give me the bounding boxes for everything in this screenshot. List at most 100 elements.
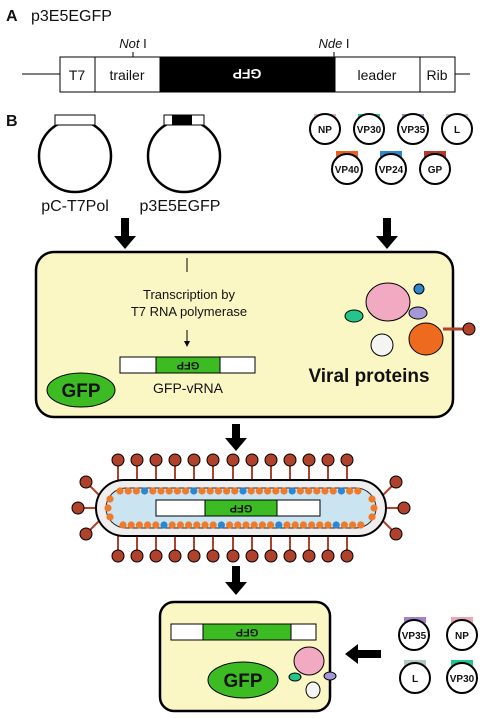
- cell-2-vp30-blob: [288, 672, 302, 682]
- nucleocapsid-dot-bottom-24: [316, 521, 324, 529]
- nucleocapsid-dot-top-18: [264, 487, 272, 495]
- virion-spike-left-upper-head: [79, 475, 93, 489]
- virion-spike-left-lower-head: [79, 527, 93, 541]
- viral-protein-blobs: [344, 282, 476, 357]
- virion-spike-bottom-5-head: [206, 549, 220, 563]
- nucleocapsid-dot-bottom-26: [332, 521, 340, 529]
- protein-plasmid-vp24: VP24: [375, 151, 407, 185]
- virion-spike-top-3-head: [168, 453, 182, 467]
- transcription-line-2: T7 RNA polymerase: [131, 304, 247, 319]
- vp30-ring: [353, 113, 385, 145]
- support-np-label: NP: [455, 631, 469, 642]
- nucleocapsid-dot-bottom-6: [168, 521, 176, 529]
- virion-spike-top-4-head: [187, 453, 201, 467]
- plasmid-2-label: p3E5EGFP: [140, 198, 221, 215]
- nucleocapsid-dot-end-3: [368, 495, 376, 503]
- construct-map: T7 trailer GFP leader Rib: [59, 56, 456, 93]
- plasmid-1-insert: [54, 114, 96, 126]
- nucleocapsid-dot-bottom-14: [234, 521, 242, 529]
- virion-spike-top-1-head: [130, 453, 144, 467]
- nucleocapsid-dot-top-12: [214, 487, 222, 495]
- nucleocapsid-dot-end-2: [106, 513, 114, 521]
- segment-t7-label: T7: [69, 67, 86, 83]
- virion-gfp-segment: [204, 499, 278, 517]
- l-ring: [441, 113, 473, 145]
- gp-ring: [419, 153, 451, 185]
- plasmid-p3e5egfp: p3E5EGFP: [140, 114, 222, 215]
- nucleocapsid-dot-top-9: [190, 487, 198, 495]
- virion-spike-top-10-head: [302, 453, 316, 467]
- gfp-protein-label: GFP: [61, 381, 100, 402]
- nucleocapsid-dot-bottom-4: [152, 521, 160, 529]
- virion-spike-top-5-head: [206, 453, 220, 467]
- nucleocapsid-dot-bottom-18: [267, 521, 275, 529]
- vp40-label: VP40: [335, 165, 360, 176]
- nucleocapsid-dot-bottom-0: [119, 521, 127, 529]
- l-label: L: [454, 125, 460, 136]
- cell-2-gfp-segment: [202, 623, 292, 641]
- nucleocapsid-dot-top-0: [116, 487, 124, 495]
- virion-spike-bottom-3-head: [168, 549, 182, 563]
- nucleocapsid-dot-top-17: [255, 487, 263, 495]
- nucleocapsid-dot-top-2: [132, 487, 140, 495]
- virion-spike-bottom-2-head: [149, 549, 163, 563]
- nucleocapsid-dot-top-27: [337, 487, 345, 495]
- support-np-ring: [446, 619, 478, 651]
- virion-spike-top-2-head: [149, 453, 163, 467]
- support-vp30-ring: [446, 662, 478, 694]
- support-plasmid-l: L: [399, 660, 431, 694]
- gfp-protein: [46, 372, 116, 408]
- vrna-gfp-label: GFP: [177, 359, 200, 371]
- segment-gfp-label: GFP: [233, 66, 262, 82]
- virion-spike-bottom-12-head: [340, 549, 354, 563]
- nucleocapsid-dot-top-4: [149, 487, 157, 495]
- segment-t7: [59, 56, 96, 93]
- virion-spike-top-0-head: [111, 453, 125, 467]
- panel-b-label: B: [6, 113, 18, 130]
- nucleocapsid-dot-bottom-1: [127, 521, 135, 529]
- nucleocapsid-dot-bottom-3: [144, 521, 152, 529]
- vp35-label: VP35: [401, 125, 426, 136]
- plasmid-1-ring: [37, 118, 113, 194]
- virion-spike-bottom-6-head: [226, 549, 240, 563]
- virion-spike-bottom-10-head: [302, 549, 316, 563]
- cell-2-np-blob: [293, 646, 325, 676]
- cell-2-vp35-blob: [323, 671, 337, 681]
- support-vp35-label: VP35: [402, 631, 427, 642]
- np-protein-blob: [365, 282, 411, 322]
- nucleocapsid-dot-bottom-25: [324, 521, 332, 529]
- virion-gfp-label: GFP: [230, 502, 253, 514]
- plasmid-2-ring: [146, 118, 222, 194]
- protein-plasmid-np: NP: [309, 113, 341, 145]
- arrow-to-virion: [225, 424, 247, 451]
- vp35-protein-blob: [408, 306, 428, 320]
- nucleocapsid-dot-bottom-5: [160, 521, 168, 529]
- nucleocapsid-dot-top-15: [239, 487, 247, 495]
- support-plasmid-vp35: VP35: [398, 617, 430, 651]
- virion-spike-right-mid-head: [397, 501, 411, 515]
- virion-spike-right-lower-head: [389, 527, 403, 541]
- nucleocapsid-dot-bottom-21: [291, 521, 299, 529]
- nucleocapsid-dot-bottom-20: [283, 521, 291, 529]
- plasmid-1-label: pC-T7Pol: [41, 198, 109, 215]
- nucleocapsid-dot-bottom-11: [209, 521, 217, 529]
- vrna-gfp-segment: [155, 356, 221, 374]
- plasmid-pc-t7pol: pC-T7Pol: [37, 114, 113, 215]
- nucleocapsid-dot-top-1: [124, 487, 132, 495]
- support-l-label: L: [412, 674, 418, 685]
- segment-rib-label: Rib: [426, 67, 447, 83]
- nucleocapsid-dot-bottom-9: [193, 521, 201, 529]
- not-i-site-label: Not I: [119, 36, 146, 51]
- arrow-to-cell-2: [225, 566, 247, 595]
- gp-membrane-head: [462, 322, 476, 336]
- transcription-line-1: Transcription by: [143, 287, 235, 302]
- support-plasmid-np: NP: [446, 617, 478, 651]
- protein-plasmid-vp40: VP40: [331, 151, 363, 185]
- support-vp35-ring: [398, 619, 430, 651]
- nucleocapsid-dot-end-1: [104, 504, 112, 512]
- virion-spike-top-12-head: [340, 453, 354, 467]
- vp24-ring: [375, 153, 407, 185]
- nucleocapsid-dot-bottom-15: [242, 521, 250, 529]
- construct-title: p3E5EGFP: [31, 8, 112, 25]
- nucleocapsid-dot-end-5: [368, 513, 376, 521]
